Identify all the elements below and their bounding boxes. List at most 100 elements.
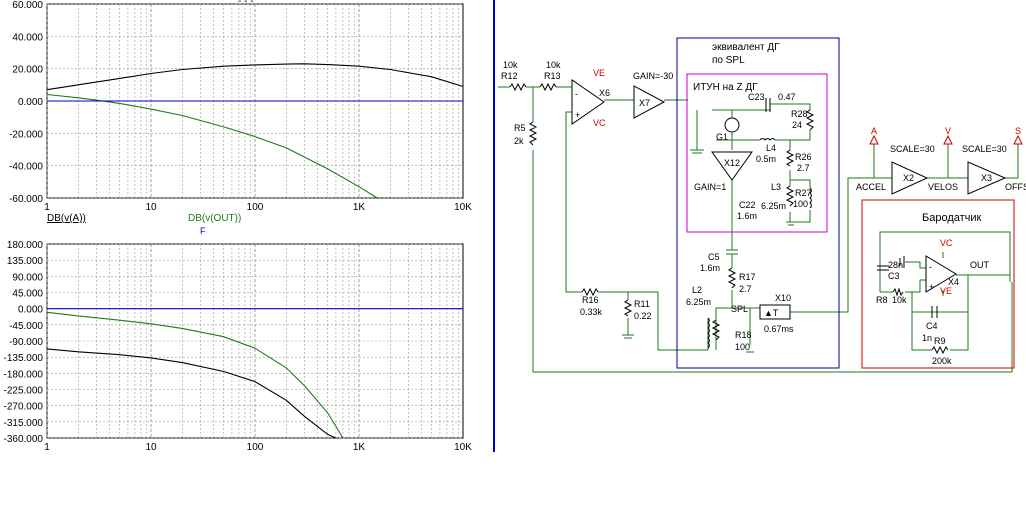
- phase-y-tick-label: -270.000: [4, 402, 44, 413]
- c23-body: [765, 98, 771, 112]
- label-r13: R13: [544, 71, 561, 81]
- label-g1: G1: [716, 132, 728, 142]
- label-r12: R12: [501, 71, 518, 81]
- svg-text:-: -: [929, 262, 932, 272]
- magnitude-x-tick-label: 1: [44, 202, 50, 213]
- magnitude-x-tick-label: 10K: [454, 202, 472, 213]
- capacitors: [765, 98, 938, 318]
- label-c23: C23: [748, 92, 765, 102]
- legend-db-va: DB(v(A)): [47, 213, 86, 224]
- label-r5-val: 2k: [514, 136, 524, 146]
- label-c23-val: 0.47: [778, 92, 796, 102]
- r16-body: [581, 287, 599, 297]
- label-c5: C5: [708, 252, 720, 262]
- label-r17-val: 2.7: [739, 284, 752, 294]
- label-offs: OFFS: [1005, 182, 1026, 192]
- magnitude-x-tick-label: 100: [247, 202, 264, 213]
- panel-separator: [493, 0, 495, 452]
- l3-body: [809, 187, 812, 209]
- label-c4-val: 1n: [922, 333, 932, 343]
- label-c3: C3: [888, 271, 900, 281]
- label-x10: X10: [775, 293, 791, 303]
- label-x2: X2: [903, 173, 914, 183]
- magnitude-plot: 60.00040.00020.0000.000-20.000-40.000-60…: [9, 0, 472, 236]
- phase-x-tick-label: 100: [247, 442, 264, 453]
- r5-body: [528, 121, 538, 146]
- label-velos: VELOS: [928, 182, 958, 192]
- phase-plot: 180.000135.00090.00045.0000.000-45.000-9…: [4, 240, 473, 453]
- label-l3: L3: [771, 182, 781, 192]
- schematic-wires: [498, 86, 1019, 373]
- label-r5: R5: [514, 123, 526, 133]
- svg-text:+: +: [929, 282, 934, 292]
- label-r11: R11: [634, 299, 650, 309]
- label-spl: SPL: [731, 304, 748, 314]
- magnitude-y-tick-label: 20.000: [12, 65, 43, 76]
- label-r12-val: 10k: [503, 60, 518, 70]
- r26-body: [785, 149, 795, 167]
- label-s: S: [1015, 126, 1021, 136]
- resistors: [509, 82, 949, 355]
- label-r9: R9: [934, 336, 946, 346]
- r27-body: [785, 185, 795, 207]
- svg-text:▲T: ▲T: [764, 308, 779, 318]
- label-r11-val: 0.22: [634, 311, 652, 321]
- label-r18: R18: [735, 330, 752, 340]
- phase-y-tick-label: -180.000: [4, 369, 44, 380]
- vbatt: [899, 256, 905, 268]
- phase-y-tick-label: 0.000: [18, 305, 43, 316]
- magnitude-title-partial: - - -: [238, 0, 254, 7]
- label-c22-val: 1.6m: [737, 211, 757, 221]
- label-r27: R27: [795, 188, 812, 198]
- label-l4-val: 0.5m: [756, 154, 776, 164]
- magnitude-y-tick-label: 0.000: [18, 97, 43, 108]
- phase-y-ticks: 180.000135.00090.00045.0000.000-45.000-9…: [4, 240, 44, 445]
- x12-amp: [711, 151, 753, 181]
- magnitude-x-ticks: 1 10 100 1K 10K: [44, 202, 472, 213]
- label-r16: R16: [582, 295, 599, 305]
- r9-body: [931, 345, 949, 355]
- label-c22: C22: [739, 200, 756, 210]
- label-ve: VE: [593, 68, 605, 78]
- label-r8-val: 10k: [892, 295, 907, 305]
- label-r13-val: 10k: [546, 60, 561, 70]
- magnitude-x-tick-label: 10: [145, 202, 157, 213]
- r8-body: [892, 287, 904, 297]
- phase-x-tick-label: 10K: [454, 442, 472, 453]
- label-c3-val: 28n: [888, 260, 903, 270]
- x7-amp: [633, 85, 666, 119]
- magnitude-y-tick-label: -60.000: [9, 194, 43, 205]
- magnitude-series: [46, 63, 464, 199]
- phase-x-tick-label: 1: [44, 442, 50, 453]
- x4-opamp: [925, 255, 957, 293]
- r17-body: [727, 267, 737, 289]
- label-l2-val: 6.25m: [686, 297, 711, 307]
- phase-x-tick-label: 1K: [353, 442, 366, 453]
- plots-canvas: 60.00040.00020.0000.000-20.000-40.000-60…: [4, 0, 473, 453]
- phase-series-1-line: [46, 348, 337, 439]
- g1-source: [724, 117, 740, 133]
- magnitude-series-0-line: [46, 63, 464, 91]
- label-gain1: GAIN=1: [694, 182, 726, 192]
- label-x3: X3: [981, 173, 992, 183]
- label-l4: L4: [766, 143, 776, 153]
- x10-delay: [759, 304, 791, 320]
- label-r26-val: 2.7: [797, 163, 810, 173]
- l4-body: [759, 138, 776, 141]
- label-itun: ИТУН на Z ДГ: [693, 82, 758, 93]
- schematic-labels: 10k R12 10k R13 R5 2k VE VC X6 GAIN=-30 …: [501, 42, 1026, 366]
- label-l3-val: 6.25m: [761, 201, 786, 211]
- label-baro: Бародатчик: [922, 212, 982, 224]
- label-vc-2: VC: [940, 238, 953, 248]
- svg-text:-: -: [575, 89, 578, 99]
- c4-body: [931, 306, 938, 318]
- r12-body: [509, 82, 527, 92]
- phase-y-tick-label: 90.000: [12, 272, 43, 283]
- magnitude-x-tick-label: 1K: [353, 202, 366, 213]
- phase-x-tick-label: 10: [145, 442, 157, 453]
- phase-y-tick-label: 135.000: [7, 256, 44, 267]
- phase-y-tick-label: 45.000: [12, 289, 43, 300]
- phase-y-tick-label: -360.000: [4, 434, 44, 445]
- r18-body: [711, 319, 721, 341]
